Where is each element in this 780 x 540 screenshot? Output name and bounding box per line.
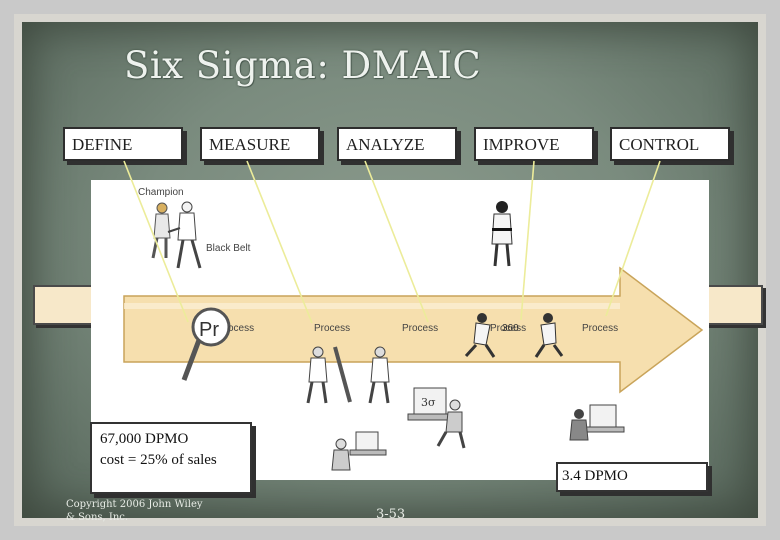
phase-improve: IMPROVE xyxy=(474,127,594,161)
champion-label: Champion xyxy=(138,187,184,198)
phase-analyze: ANALYZE xyxy=(337,127,457,161)
process-label-3: Process xyxy=(402,323,438,334)
process-label-1: ocess xyxy=(228,323,254,334)
phase-control: CONTROL xyxy=(610,127,730,161)
page-number: 3-53 xyxy=(376,507,406,522)
control-pointer xyxy=(605,160,661,317)
magnifier-icon xyxy=(181,307,231,381)
sigma-label: 360 xyxy=(502,323,519,334)
measure-pointer xyxy=(246,160,313,324)
phase-measure: MEASURE xyxy=(200,127,320,161)
process-label-5: Process xyxy=(582,323,618,334)
improve-pointer xyxy=(520,160,535,321)
copyright-line2: & Sons, Inc. xyxy=(66,512,129,523)
callout-3-4-dpmo: 3.4 DPMO xyxy=(556,462,708,492)
callout-right-text: 3.4 DPMO xyxy=(562,468,628,484)
process-arrow xyxy=(123,266,704,394)
callout-left-line1: 67,000 DPMO xyxy=(100,431,189,447)
computer-worker-icon xyxy=(331,431,387,471)
monitor-label: 3σ xyxy=(421,396,436,409)
magnifier-label: Pr xyxy=(199,319,219,341)
phase-pointer-lines xyxy=(123,160,661,324)
slide-title: Six Sigma: DMAIC xyxy=(124,44,482,87)
arrow-highlight xyxy=(124,303,620,309)
analyze-pointer xyxy=(364,160,429,323)
analyze-figures-icon xyxy=(306,346,390,404)
karate-fighters-icon xyxy=(464,313,564,358)
callout-67000-dpmo: 67,000 DPMO cost = 25% of sales xyxy=(90,422,252,494)
champion-figure-icon xyxy=(151,202,171,259)
process-label-4: Process xyxy=(490,323,526,334)
process-label-2: Process xyxy=(314,323,350,334)
phase-define: DEFINE xyxy=(63,127,183,161)
define-pointer xyxy=(123,160,189,323)
control-worker-icon xyxy=(569,404,625,441)
black-belt-figure-icon xyxy=(167,201,202,269)
black-belt-label: Black Belt xyxy=(206,243,251,254)
copyright: Copyright 2006 John Wiley & Sons, Inc. xyxy=(66,498,203,524)
improve-figure-icon xyxy=(491,201,513,267)
callout-left-line2: cost = 25% of sales xyxy=(100,452,217,468)
copyright-line1: Copyright 2006 John Wiley xyxy=(66,499,203,510)
computer-worker-3sigma-icon xyxy=(407,387,466,449)
